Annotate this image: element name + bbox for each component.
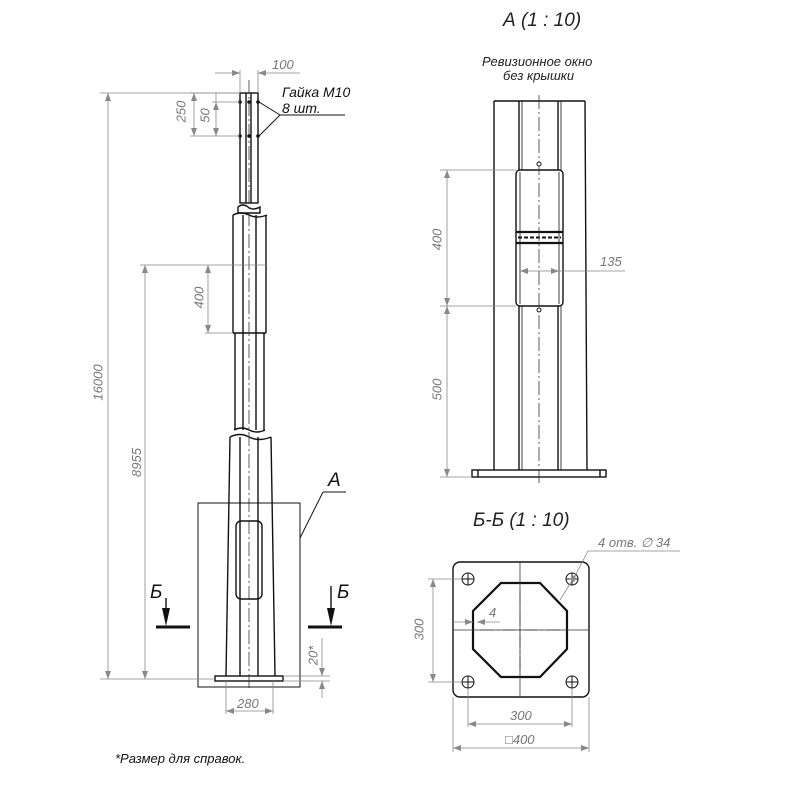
detail-a-frame: [197, 502, 301, 688]
nut-callout-line1: Гайка М10: [282, 84, 351, 100]
section-mark-left: Б: [150, 582, 163, 603]
main-dimensions: [100, 70, 345, 714]
dim-total-height: 16000: [90, 364, 106, 401]
detail-a-note-line2: без крышки: [503, 68, 575, 83]
detail-a-view: [440, 95, 625, 485]
dim-window-ref: 8955: [128, 448, 144, 477]
dim-top-50: 50: [197, 108, 213, 123]
detail-a-title: А (1 : 10): [503, 10, 582, 31]
dim-plate-size: □400: [505, 732, 535, 747]
dim-window-bottom: 500: [429, 378, 445, 401]
dim-top-250: 250: [173, 100, 189, 123]
holes-callout: 4 отв. ∅ 34: [598, 535, 671, 550]
nut-callout-line2: 8 шт.: [282, 100, 321, 116]
pole-main-view: [214, 80, 284, 690]
detail-a-marker: А: [328, 470, 341, 491]
dim-wall-thickness: 4: [489, 605, 497, 620]
dim-base-width: 280: [237, 696, 259, 711]
dim-top-width: 100: [272, 57, 294, 72]
section-bb-view: [428, 550, 680, 752]
detail-a-note-line1: Ревизионное окно: [482, 54, 593, 69]
dim-hole-spacing-v: 300: [411, 618, 427, 641]
dim-joint-overlap: 400: [191, 286, 207, 309]
section-mark-right: Б: [337, 582, 350, 603]
dim-window-height: 400: [429, 228, 445, 251]
dim-section-offset: 20*: [305, 645, 321, 666]
dim-window-width: 135: [600, 254, 622, 269]
section-bb-title: Б-Б (1 : 10): [473, 510, 570, 531]
footnote: *Размер для справок.: [115, 751, 246, 766]
dim-hole-spacing-h: 300: [510, 708, 532, 723]
section-marks: [156, 586, 342, 629]
